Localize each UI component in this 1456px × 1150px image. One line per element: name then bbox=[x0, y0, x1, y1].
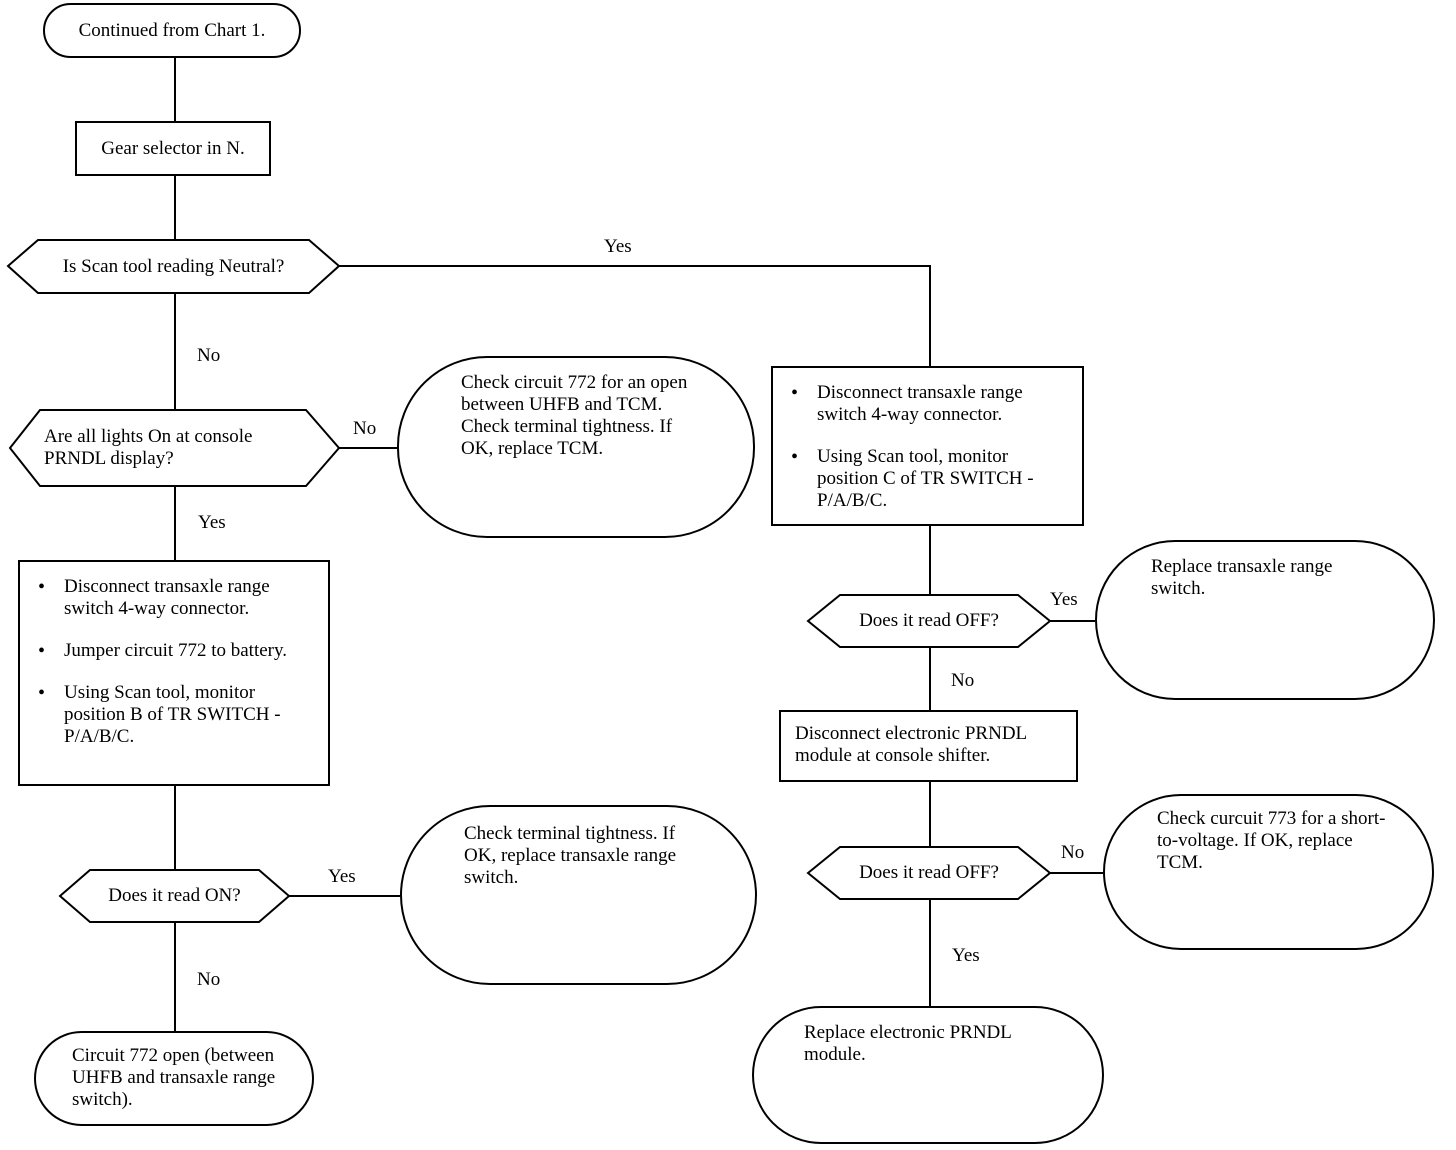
gear-selector-box: Gear selector in N. bbox=[75, 121, 271, 176]
label-on-yes: Yes bbox=[328, 866, 356, 887]
label-off1-no: No bbox=[951, 670, 975, 691]
replace-switch-oval: Replace transaxle range switch. bbox=[1095, 540, 1435, 700]
decision-off-first-text: Does it read OFF? bbox=[859, 610, 999, 631]
replace-prndl-text: Replace electronic PRNDL module. bbox=[804, 1022, 1012, 1065]
decision-lights-shape bbox=[8, 409, 341, 487]
circuit-772-open-text: Circuit 772 open (between UHFB and trans… bbox=[72, 1045, 276, 1110]
circuit-772-open-terminal: Circuit 772 open (between UHFB and trans… bbox=[34, 1031, 314, 1126]
decision-neutral-text: Is Scan tool reading Neutral? bbox=[62, 255, 285, 277]
circuit-773-text: Check curcuit 773 for a short-to-voltage… bbox=[1157, 808, 1386, 873]
left-step-item: Using Scan tool, monitor position B of T… bbox=[34, 682, 314, 748]
circuit-772-check-oval: Check circuit 772 for an open between UH… bbox=[397, 356, 755, 538]
label-lights-no: No bbox=[353, 418, 377, 439]
label-lights-yes: Yes bbox=[198, 512, 226, 533]
decision-off-first: Does it read OFF? bbox=[840, 595, 1018, 647]
replace-prndl-terminal: Replace electronic PRNDL module. bbox=[752, 1006, 1104, 1144]
decision-on-text: Does it read ON? bbox=[108, 885, 241, 906]
left-steps-list: Disconnect transaxle range switch 4-way … bbox=[34, 576, 314, 748]
connector-neutral-yes bbox=[339, 265, 931, 366]
terminal-tightness-oval: Check terminal tightness. If OK, replace… bbox=[400, 805, 757, 985]
right-step-item: Using Scan tool, monitor position C of T… bbox=[787, 446, 1068, 512]
circuit-773-oval: Check curcuit 773 for a short-to-voltage… bbox=[1103, 794, 1434, 950]
decision-off1-shape bbox=[806, 594, 1052, 648]
left-step-item: Jumper circuit 772 to battery. bbox=[34, 640, 314, 662]
label-off2-yes: Yes bbox=[952, 945, 980, 966]
decision-neutral-shape bbox=[6, 239, 341, 294]
label-off2-no: No bbox=[1061, 842, 1085, 863]
start-terminal: Continued from Chart 1. bbox=[43, 3, 301, 58]
decision-off-second-text: Does it read OFF? bbox=[859, 862, 999, 883]
decision-on: Does it read ON? bbox=[90, 870, 259, 922]
decision-off2-shape bbox=[806, 846, 1052, 900]
label-neutral-no: No bbox=[197, 345, 221, 366]
decision-neutral: Is Scan tool reading Neutral? bbox=[38, 240, 309, 293]
gear-selector-text: Gear selector in N. bbox=[101, 137, 245, 159]
disconnect-prndl-text: Disconnect electronic PRNDL module at co… bbox=[795, 723, 1027, 766]
start-text: Continued from Chart 1. bbox=[78, 19, 266, 41]
label-neutral-yes: Yes bbox=[604, 236, 632, 257]
decision-lights-text: Are all lights On at console PRNDL displ… bbox=[44, 426, 253, 469]
disconnect-prndl-box: Disconnect electronic PRNDL module at co… bbox=[779, 710, 1078, 782]
right-steps-list: Disconnect transaxle range switch 4-way … bbox=[787, 382, 1068, 512]
left-step-item: Disconnect transaxle range switch 4-way … bbox=[34, 576, 314, 620]
left-steps-box: Disconnect transaxle range switch 4-way … bbox=[18, 560, 330, 786]
label-off1-yes: Yes bbox=[1050, 589, 1078, 610]
right-steps-box: Disconnect transaxle range switch 4-way … bbox=[771, 366, 1084, 526]
label-on-no: No bbox=[197, 969, 221, 990]
decision-on-shape bbox=[58, 869, 291, 923]
decision-off-second: Does it read OFF? bbox=[840, 847, 1018, 899]
decision-lights: Are all lights On at console PRNDL displ… bbox=[44, 410, 302, 486]
circuit-772-check-text: Check circuit 772 for an open between UH… bbox=[461, 372, 688, 459]
right-step-item: Disconnect transaxle range switch 4-way … bbox=[787, 382, 1068, 426]
replace-switch-text: Replace transaxle range switch. bbox=[1151, 556, 1333, 599]
terminal-tightness-text: Check terminal tightness. If OK, replace… bbox=[464, 823, 677, 888]
